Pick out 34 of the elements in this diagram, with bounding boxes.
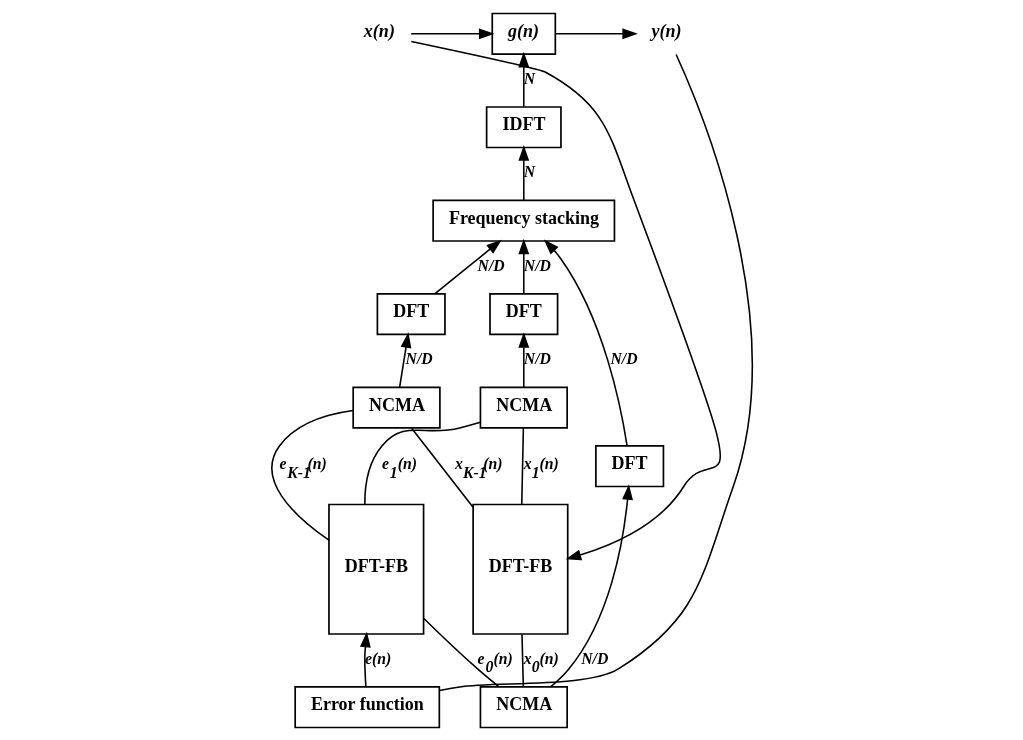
node-box: Frequency stacking (431, 199, 615, 242)
arrow (409, 27, 494, 39)
arrow (517, 331, 529, 388)
connector (270, 409, 354, 541)
edge-label: N/D (580, 649, 608, 667)
node-box: NCMA (351, 386, 441, 429)
arrow (543, 238, 628, 447)
edge-label: N/D (610, 349, 638, 367)
node-box: DFT-FB (327, 503, 424, 635)
node-box: g(n) (490, 12, 556, 55)
connector (520, 632, 524, 688)
connector (363, 420, 481, 505)
node-text: x(n) (363, 20, 395, 41)
node-box: Error function (293, 685, 440, 728)
connector (520, 426, 524, 505)
node-box: DFT (594, 444, 664, 487)
arrow (359, 631, 371, 688)
arrow (410, 40, 721, 560)
arrow (554, 27, 638, 39)
arrow (398, 331, 411, 388)
node-box: DFT (376, 292, 446, 335)
node-box: DFT (488, 292, 558, 335)
edge-label: N/D (477, 256, 505, 273)
node-text: y(n) (651, 20, 682, 41)
node-box: NCMA (479, 386, 568, 429)
node-box: DFT-FB (471, 503, 569, 635)
node-box: IDFT (485, 105, 562, 148)
arrow (433, 239, 502, 294)
arrow (517, 238, 529, 294)
node-box: NCMA (479, 685, 568, 728)
connector (410, 426, 474, 508)
connector (422, 617, 500, 688)
arrow (549, 483, 633, 688)
edge-label: N/D (405, 349, 433, 367)
